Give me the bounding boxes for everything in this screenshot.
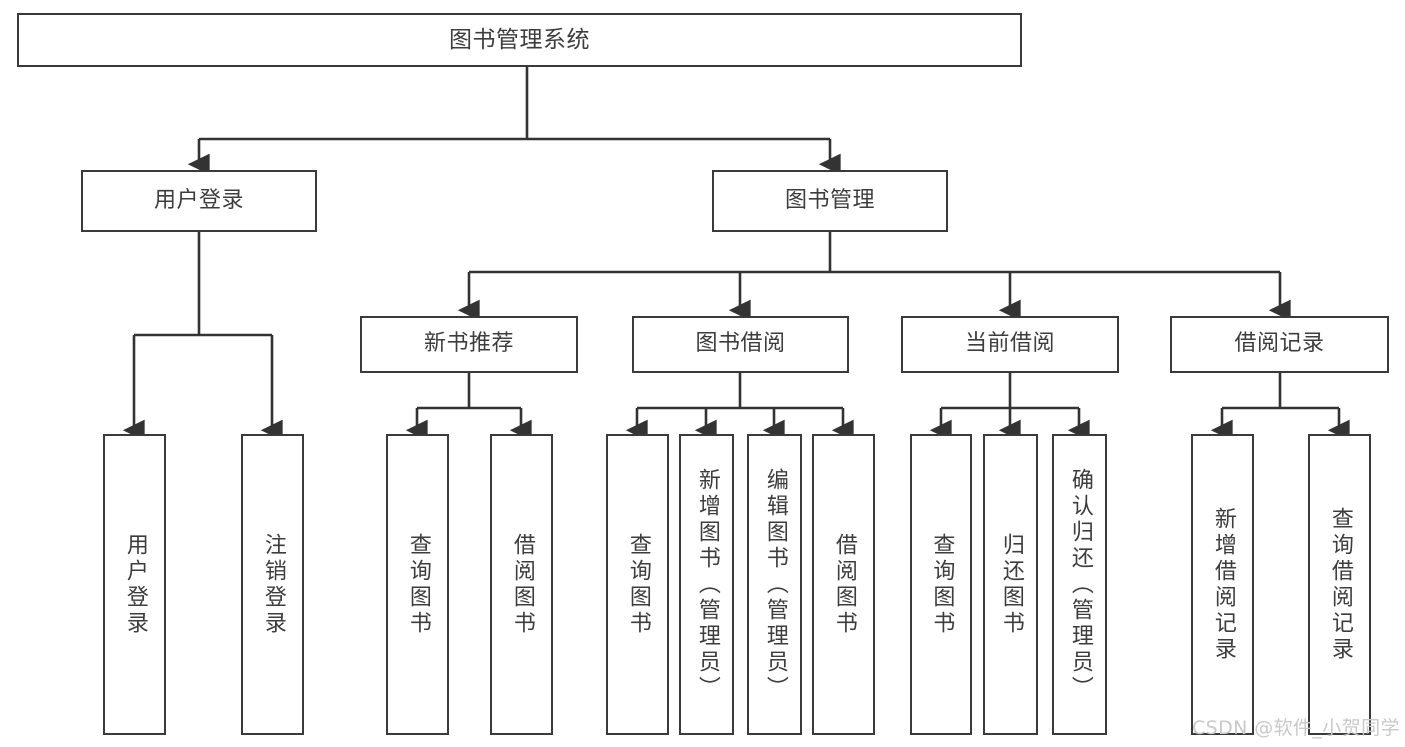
node-label: 当前借阅 bbox=[964, 331, 1055, 357]
leaf-add-borrow-record[interactable]: 新增借阅记录 bbox=[1191, 434, 1254, 735]
csdn-watermark: CSDN @软件_小贺同学 bbox=[1192, 717, 1400, 739]
leaf-borrow-book-recommend[interactable]: 借阅图书 bbox=[490, 434, 553, 735]
node-book-management[interactable]: 图书管理 bbox=[712, 170, 948, 232]
leaf-user-login[interactable]: 用户登录 bbox=[103, 434, 166, 735]
node-label: 注销登录 bbox=[260, 532, 286, 637]
node-label: 新增图书（管理员） bbox=[694, 467, 720, 702]
node-label: 图书管理 bbox=[784, 187, 875, 213]
node-borrow-record[interactable]: 借阅记录 bbox=[1170, 316, 1389, 373]
node-new-book-recommend[interactable]: 新书推荐 bbox=[360, 316, 578, 373]
leaf-query-book-current[interactable]: 查询图书 bbox=[910, 434, 972, 735]
leaf-query-borrow-record[interactable]: 查询借阅记录 bbox=[1308, 434, 1371, 735]
leaf-borrow-book[interactable]: 借阅图书 bbox=[812, 434, 875, 735]
node-label: 借阅记录 bbox=[1234, 331, 1325, 357]
leaf-logout[interactable]: 注销登录 bbox=[241, 434, 304, 735]
leaf-add-book-admin[interactable]: 新增图书（管理员） bbox=[679, 434, 734, 735]
node-label: 查询借阅记录 bbox=[1327, 506, 1353, 663]
node-user-login[interactable]: 用户登录 bbox=[81, 170, 317, 232]
node-label: 用户登录 bbox=[122, 532, 148, 637]
node-label: 借阅图书 bbox=[831, 532, 857, 637]
node-label: 归还图书 bbox=[998, 532, 1024, 637]
node-label: 查询图书 bbox=[929, 532, 955, 637]
node-label: 查询图书 bbox=[625, 532, 651, 637]
node-label: 确认归还（管理员） bbox=[1067, 467, 1093, 702]
node-label: 查询图书 bbox=[405, 532, 431, 637]
node-label: 借阅图书 bbox=[509, 532, 535, 637]
leaf-edit-book-admin[interactable]: 编辑图书（管理员） bbox=[747, 434, 802, 735]
node-label: 图书借阅 bbox=[695, 331, 786, 357]
node-book-borrow[interactable]: 图书借阅 bbox=[632, 316, 849, 373]
node-label: 图书管理系统 bbox=[449, 26, 590, 53]
leaf-query-book-recommend[interactable]: 查询图书 bbox=[386, 434, 449, 735]
node-label: 用户登录 bbox=[153, 187, 244, 213]
leaf-return-book[interactable]: 归还图书 bbox=[983, 434, 1038, 735]
node-label: 新增借阅记录 bbox=[1210, 506, 1236, 663]
node-label: 新书推荐 bbox=[423, 331, 514, 357]
leaf-query-book-borrow[interactable]: 查询图书 bbox=[606, 434, 669, 735]
node-current-borrow[interactable]: 当前借阅 bbox=[901, 316, 1119, 373]
node-book-management-system[interactable]: 图书管理系统 bbox=[17, 13, 1022, 67]
node-label: 编辑图书（管理员） bbox=[762, 467, 788, 702]
leaf-confirm-return-admin[interactable]: 确认归还（管理员） bbox=[1052, 434, 1107, 735]
